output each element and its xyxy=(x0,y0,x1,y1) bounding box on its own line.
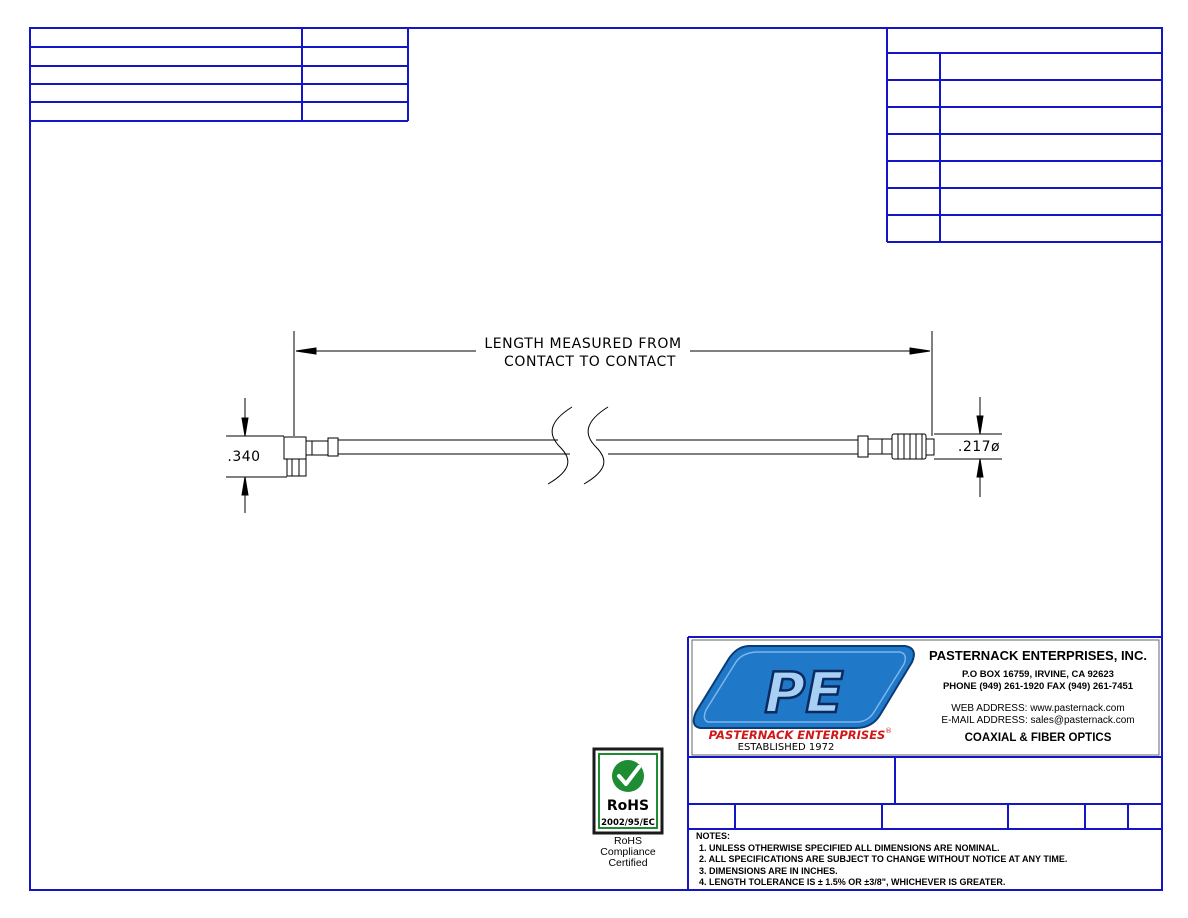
title-block-frame xyxy=(687,636,1162,890)
sheet-border xyxy=(29,27,1163,891)
logo-wordmark: PASTERNACK ENTERPRISES xyxy=(709,728,886,742)
pe-logo: PE PASTERNACK ENTERPRISES ® ESTABLISHED … xyxy=(692,645,915,753)
top-left-table xyxy=(30,28,409,122)
rohs-caption-line3: Certified xyxy=(608,857,648,869)
company-name: PASTERNACK ENTERPRISES, INC. xyxy=(929,648,1147,663)
logo-established: ESTABLISHED 1972 xyxy=(738,742,835,753)
company-web: WEB ADDRESS: www.pasternack.com xyxy=(951,703,1125,714)
rohs-caption: RoHS Compliance Certified xyxy=(588,836,668,869)
logo-monogram: PE xyxy=(764,661,843,726)
rohs-caption-line1: RoHS xyxy=(613,835,642,847)
company-email: E-MAIL ADDRESS: sales@pasternack.com xyxy=(941,715,1135,726)
note-item: 2. ALL SPECIFICATIONS ARE SUBJECT TO CHA… xyxy=(699,854,1068,864)
logo-registered: ® xyxy=(885,727,892,735)
company-info: PASTERNACK ENTERPRISES, INC. P.O BOX 167… xyxy=(918,648,1158,745)
top-right-table xyxy=(886,28,1162,243)
note-item: 1. UNLESS OTHERWISE SPECIFIED ALL DIMENS… xyxy=(699,842,1000,853)
rohs-badge-title: RoHS xyxy=(607,798,649,814)
rohs-caption-line2: Compliance xyxy=(600,846,656,858)
cable-assembly-drawing xyxy=(226,331,1002,513)
notes-section: NOTES: 1. UNLESS OTHERWISE SPECIFIED ALL… xyxy=(696,831,1067,889)
company-tagline: COAXIAL & FIBER OPTICS xyxy=(964,732,1112,744)
note-item: 4. LENGTH TOLERANCE IS ± 1.5% OR ±3/8", … xyxy=(699,877,1006,887)
rohs-check-icon xyxy=(612,760,644,792)
note-item: 3. DIMENSIONS ARE IN INCHES. xyxy=(699,865,838,876)
diameter-dimension-label: .217ø xyxy=(958,439,1000,455)
length-label-line2: CONTACT TO CONTACT xyxy=(504,354,676,370)
notes-heading: NOTES: xyxy=(696,831,731,841)
company-phone-fax: PHONE (949) 261-1920 FAX (949) 261-7451 xyxy=(942,681,1134,692)
rohs-badge: RoHS 2002/95/EC xyxy=(592,747,664,835)
company-address: P.O BOX 16759, IRVINE, CA 92623 xyxy=(962,669,1114,680)
height-dimension-label: .340 xyxy=(227,449,260,465)
length-label-line1: LENGTH MEASURED FROM xyxy=(484,336,681,352)
title-block-inner-frame xyxy=(691,639,1160,756)
rohs-directive: 2002/95/EC xyxy=(601,818,655,828)
